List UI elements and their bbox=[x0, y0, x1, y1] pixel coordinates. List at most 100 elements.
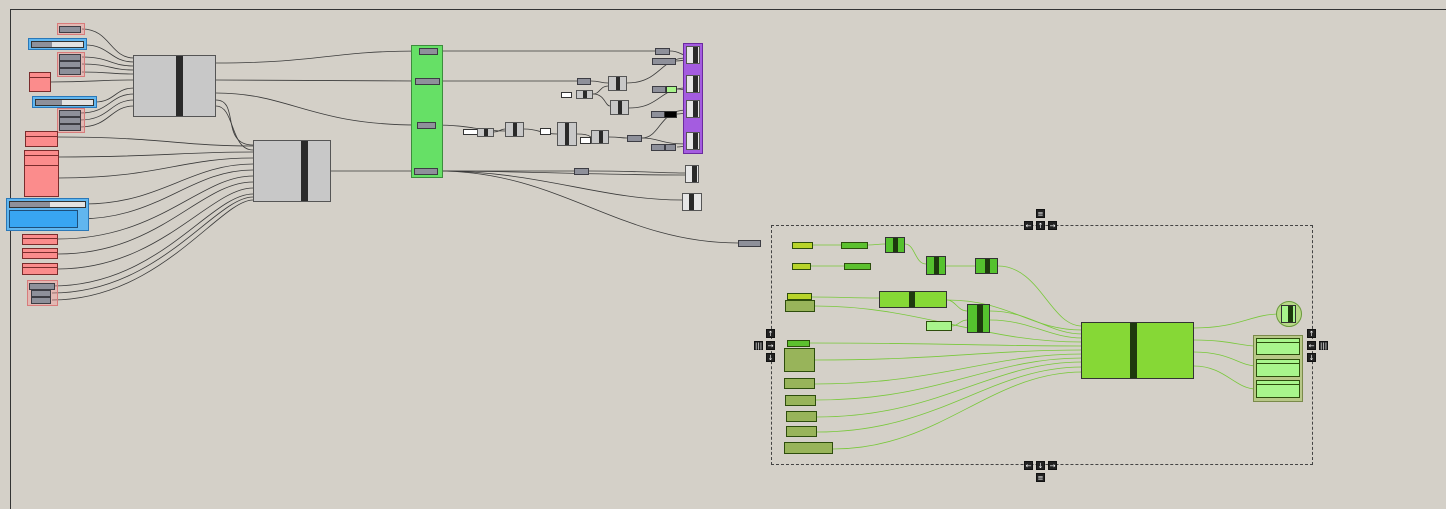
arrow-left-icon[interactable]: ← bbox=[1307, 341, 1316, 350]
input-param-9[interactable] bbox=[31, 290, 51, 297]
param-to-cluster[interactable] bbox=[738, 240, 761, 247]
small-component-2[interactable] bbox=[608, 76, 627, 91]
relay-4[interactable] bbox=[414, 168, 438, 175]
arrow-down-icon[interactable]: ↓ bbox=[766, 353, 775, 362]
relay-2[interactable] bbox=[415, 78, 440, 85]
small-component-3[interactable] bbox=[610, 100, 629, 115]
output-panel-1[interactable] bbox=[1256, 338, 1300, 355]
cluster-frame[interactable] bbox=[771, 225, 1313, 465]
bright-toggle-1[interactable] bbox=[666, 86, 677, 93]
green-output-component[interactable] bbox=[1281, 305, 1296, 323]
param-mid-2[interactable] bbox=[652, 58, 676, 65]
component-b[interactable] bbox=[253, 140, 331, 202]
arrow-down-icon[interactable]: ↓ bbox=[1307, 353, 1316, 362]
lime-param-3[interactable] bbox=[787, 293, 812, 300]
green-param-2[interactable] bbox=[844, 263, 871, 270]
input-param-5[interactable] bbox=[59, 110, 81, 117]
input-param-6[interactable] bbox=[59, 117, 81, 124]
number-slider-3[interactable] bbox=[9, 201, 86, 208]
output-panel-2[interactable] bbox=[1256, 359, 1300, 377]
olive-param-4[interactable] bbox=[785, 395, 816, 406]
green-component-3[interactable] bbox=[975, 258, 998, 274]
param-mid-7[interactable] bbox=[651, 144, 665, 151]
input-param-4[interactable] bbox=[59, 68, 81, 75]
pink-panel-1[interactable] bbox=[29, 72, 51, 92]
toggle-white-3[interactable] bbox=[540, 128, 551, 135]
param-mid-1[interactable] bbox=[655, 48, 670, 55]
small-component-4[interactable] bbox=[477, 128, 494, 137]
small-component-6[interactable] bbox=[557, 122, 577, 146]
input-param-2[interactable] bbox=[59, 54, 81, 61]
menu-icon[interactable]: ||| bbox=[754, 341, 763, 350]
black-toggle-1[interactable] bbox=[664, 111, 677, 118]
input-param-7[interactable] bbox=[59, 124, 81, 131]
arrow-left-icon[interactable]: ← bbox=[1024, 221, 1033, 230]
green-component-2[interactable] bbox=[926, 256, 946, 275]
input-param-8[interactable] bbox=[29, 283, 55, 290]
number-slider-1[interactable] bbox=[31, 41, 84, 48]
green-param-1[interactable] bbox=[841, 242, 868, 249]
arrow-right-icon[interactable]: → bbox=[766, 341, 775, 350]
component-a[interactable] bbox=[133, 55, 216, 117]
olive-param-3[interactable] bbox=[784, 378, 815, 389]
olive-param-1[interactable] bbox=[785, 300, 815, 312]
input-param-10[interactable] bbox=[31, 297, 51, 304]
purple-group[interactable] bbox=[683, 43, 703, 154]
arrow-up-icon[interactable]: ↑ bbox=[1307, 329, 1316, 338]
menu-icon[interactable]: ≡ bbox=[1036, 473, 1045, 482]
lime-param-1[interactable] bbox=[792, 242, 813, 249]
pink-panel-5[interactable] bbox=[22, 248, 58, 259]
output-component-1[interactable] bbox=[686, 46, 700, 64]
small-component-5[interactable] bbox=[505, 122, 524, 137]
green-component-4[interactable] bbox=[967, 304, 990, 333]
bright-green-panel[interactable] bbox=[926, 321, 952, 331]
small-component-7[interactable] bbox=[591, 130, 609, 144]
green-group[interactable] bbox=[411, 45, 443, 178]
input-param-1[interactable] bbox=[59, 26, 81, 33]
param-mid-5[interactable] bbox=[651, 111, 665, 118]
pink-panel-3[interactable] bbox=[24, 150, 59, 197]
param-mid-8[interactable] bbox=[665, 144, 676, 151]
menu-icon[interactable]: ≡ bbox=[1036, 209, 1045, 218]
lime-main-component[interactable] bbox=[1081, 322, 1194, 379]
toggle-white-1[interactable] bbox=[561, 92, 572, 98]
output-panel-3[interactable] bbox=[1256, 380, 1300, 398]
arrow-down-icon[interactable]: ↓ bbox=[1036, 461, 1045, 470]
toggle-white-2[interactable] bbox=[463, 129, 478, 135]
arrow-up-icon[interactable]: ↑ bbox=[766, 329, 775, 338]
output-component-2[interactable] bbox=[686, 75, 700, 93]
pink-panel-2[interactable] bbox=[25, 131, 58, 147]
lime-component-1[interactable] bbox=[879, 291, 947, 308]
olive-param-2[interactable] bbox=[784, 348, 815, 372]
param-mid-4[interactable] bbox=[652, 86, 666, 93]
blue-panel[interactable] bbox=[9, 210, 78, 228]
pink-panel-4[interactable] bbox=[22, 234, 58, 245]
canvas-top-border bbox=[10, 9, 1446, 10]
param-mid-3[interactable] bbox=[577, 78, 591, 85]
relay-1[interactable] bbox=[419, 48, 438, 55]
arrow-right-icon[interactable]: → bbox=[1048, 221, 1057, 230]
green-component-1[interactable] bbox=[885, 237, 905, 253]
relay-3[interactable] bbox=[417, 122, 436, 129]
green-param-3[interactable] bbox=[787, 340, 810, 347]
arrow-left-icon[interactable]: ← bbox=[1024, 461, 1033, 470]
toggle-white-4[interactable] bbox=[580, 137, 591, 144]
output-component-6[interactable] bbox=[682, 193, 702, 211]
olive-param-5[interactable] bbox=[786, 411, 817, 422]
olive-param-7[interactable] bbox=[784, 442, 833, 454]
arrow-right-icon[interactable]: → bbox=[1048, 461, 1057, 470]
param-mid-6[interactable] bbox=[627, 135, 642, 142]
olive-param-6[interactable] bbox=[786, 426, 817, 437]
arrow-up-icon[interactable]: ↑ bbox=[1036, 221, 1045, 230]
output-component-5[interactable] bbox=[685, 165, 699, 183]
pink-panel-6[interactable] bbox=[22, 263, 58, 275]
menu-icon[interactable]: ||| bbox=[1319, 341, 1328, 350]
small-component-1[interactable] bbox=[576, 90, 593, 99]
input-param-3[interactable] bbox=[59, 61, 81, 68]
param-mid-9[interactable] bbox=[574, 168, 589, 175]
lime-param-2[interactable] bbox=[792, 263, 811, 270]
number-slider-2[interactable] bbox=[35, 99, 94, 106]
output-component-3[interactable] bbox=[686, 100, 700, 118]
output-component-4[interactable] bbox=[686, 132, 700, 150]
